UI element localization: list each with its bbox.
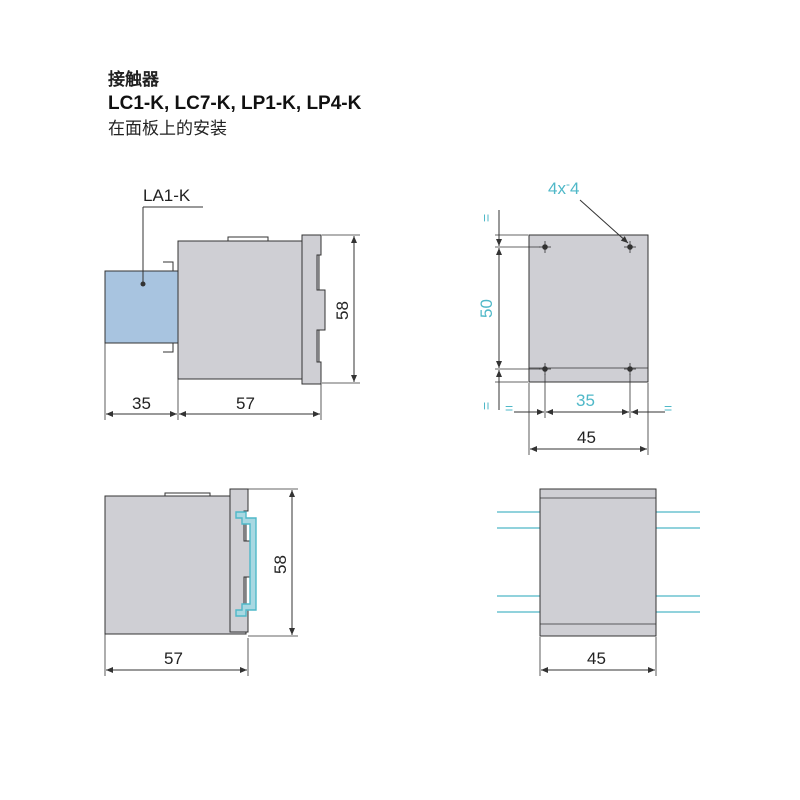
- dim-width-value: 57: [164, 649, 183, 668]
- front-view-hole-pattern: 4x-4 50 = = 35 = = 45: [477, 177, 672, 455]
- dim-height-value: 58: [333, 301, 352, 320]
- side-view-din-rail: 58 57: [104, 488, 298, 676]
- equal-mark: =: [505, 400, 513, 416]
- dim-hole-v-value: 50: [477, 299, 496, 318]
- dim-width-value: 45: [577, 428, 596, 447]
- rail-top-step: [105, 492, 211, 497]
- front-body: [528, 234, 649, 383]
- accessory-block: [104, 270, 179, 344]
- title-block: 接触器 LC1-K, LC7-K, LP1-K, LP4-K 在面板上的安装: [108, 68, 361, 142]
- contactor-flange: [301, 234, 326, 385]
- contactor-top-step: [178, 236, 269, 242]
- equal-mark: =: [478, 402, 494, 410]
- equal-mark: =: [478, 214, 494, 222]
- accessory-clip: [163, 261, 174, 353]
- title-product-type: 接触器: [108, 70, 159, 90]
- front-view-din-rail: 45: [497, 488, 700, 676]
- dim-width-value: 45: [587, 649, 606, 668]
- dim-hole-h-value: 35: [576, 391, 595, 410]
- hole-count-label: 4x-4: [548, 177, 579, 198]
- hole-leader: [579, 199, 629, 244]
- equal-mark: =: [664, 400, 672, 416]
- dim-accessory-value: 35: [132, 394, 151, 413]
- contactor-body: [177, 240, 320, 380]
- accessory-label: LA1-K: [143, 186, 191, 205]
- side-view-with-accessory: LA1-K 35 57 58: [104, 186, 360, 420]
- title-mounting-description: 在面板上的安装: [108, 119, 227, 139]
- dim-width-value: 57: [236, 394, 255, 413]
- title-model-list: LC1-K, LC7-K, LP1-K, LP4-K: [108, 93, 362, 114]
- rail-front-body: [539, 488, 657, 637]
- dim-height-value: 58: [271, 555, 290, 574]
- rail-contactor-body: [104, 495, 247, 635]
- din-rail: [235, 511, 257, 617]
